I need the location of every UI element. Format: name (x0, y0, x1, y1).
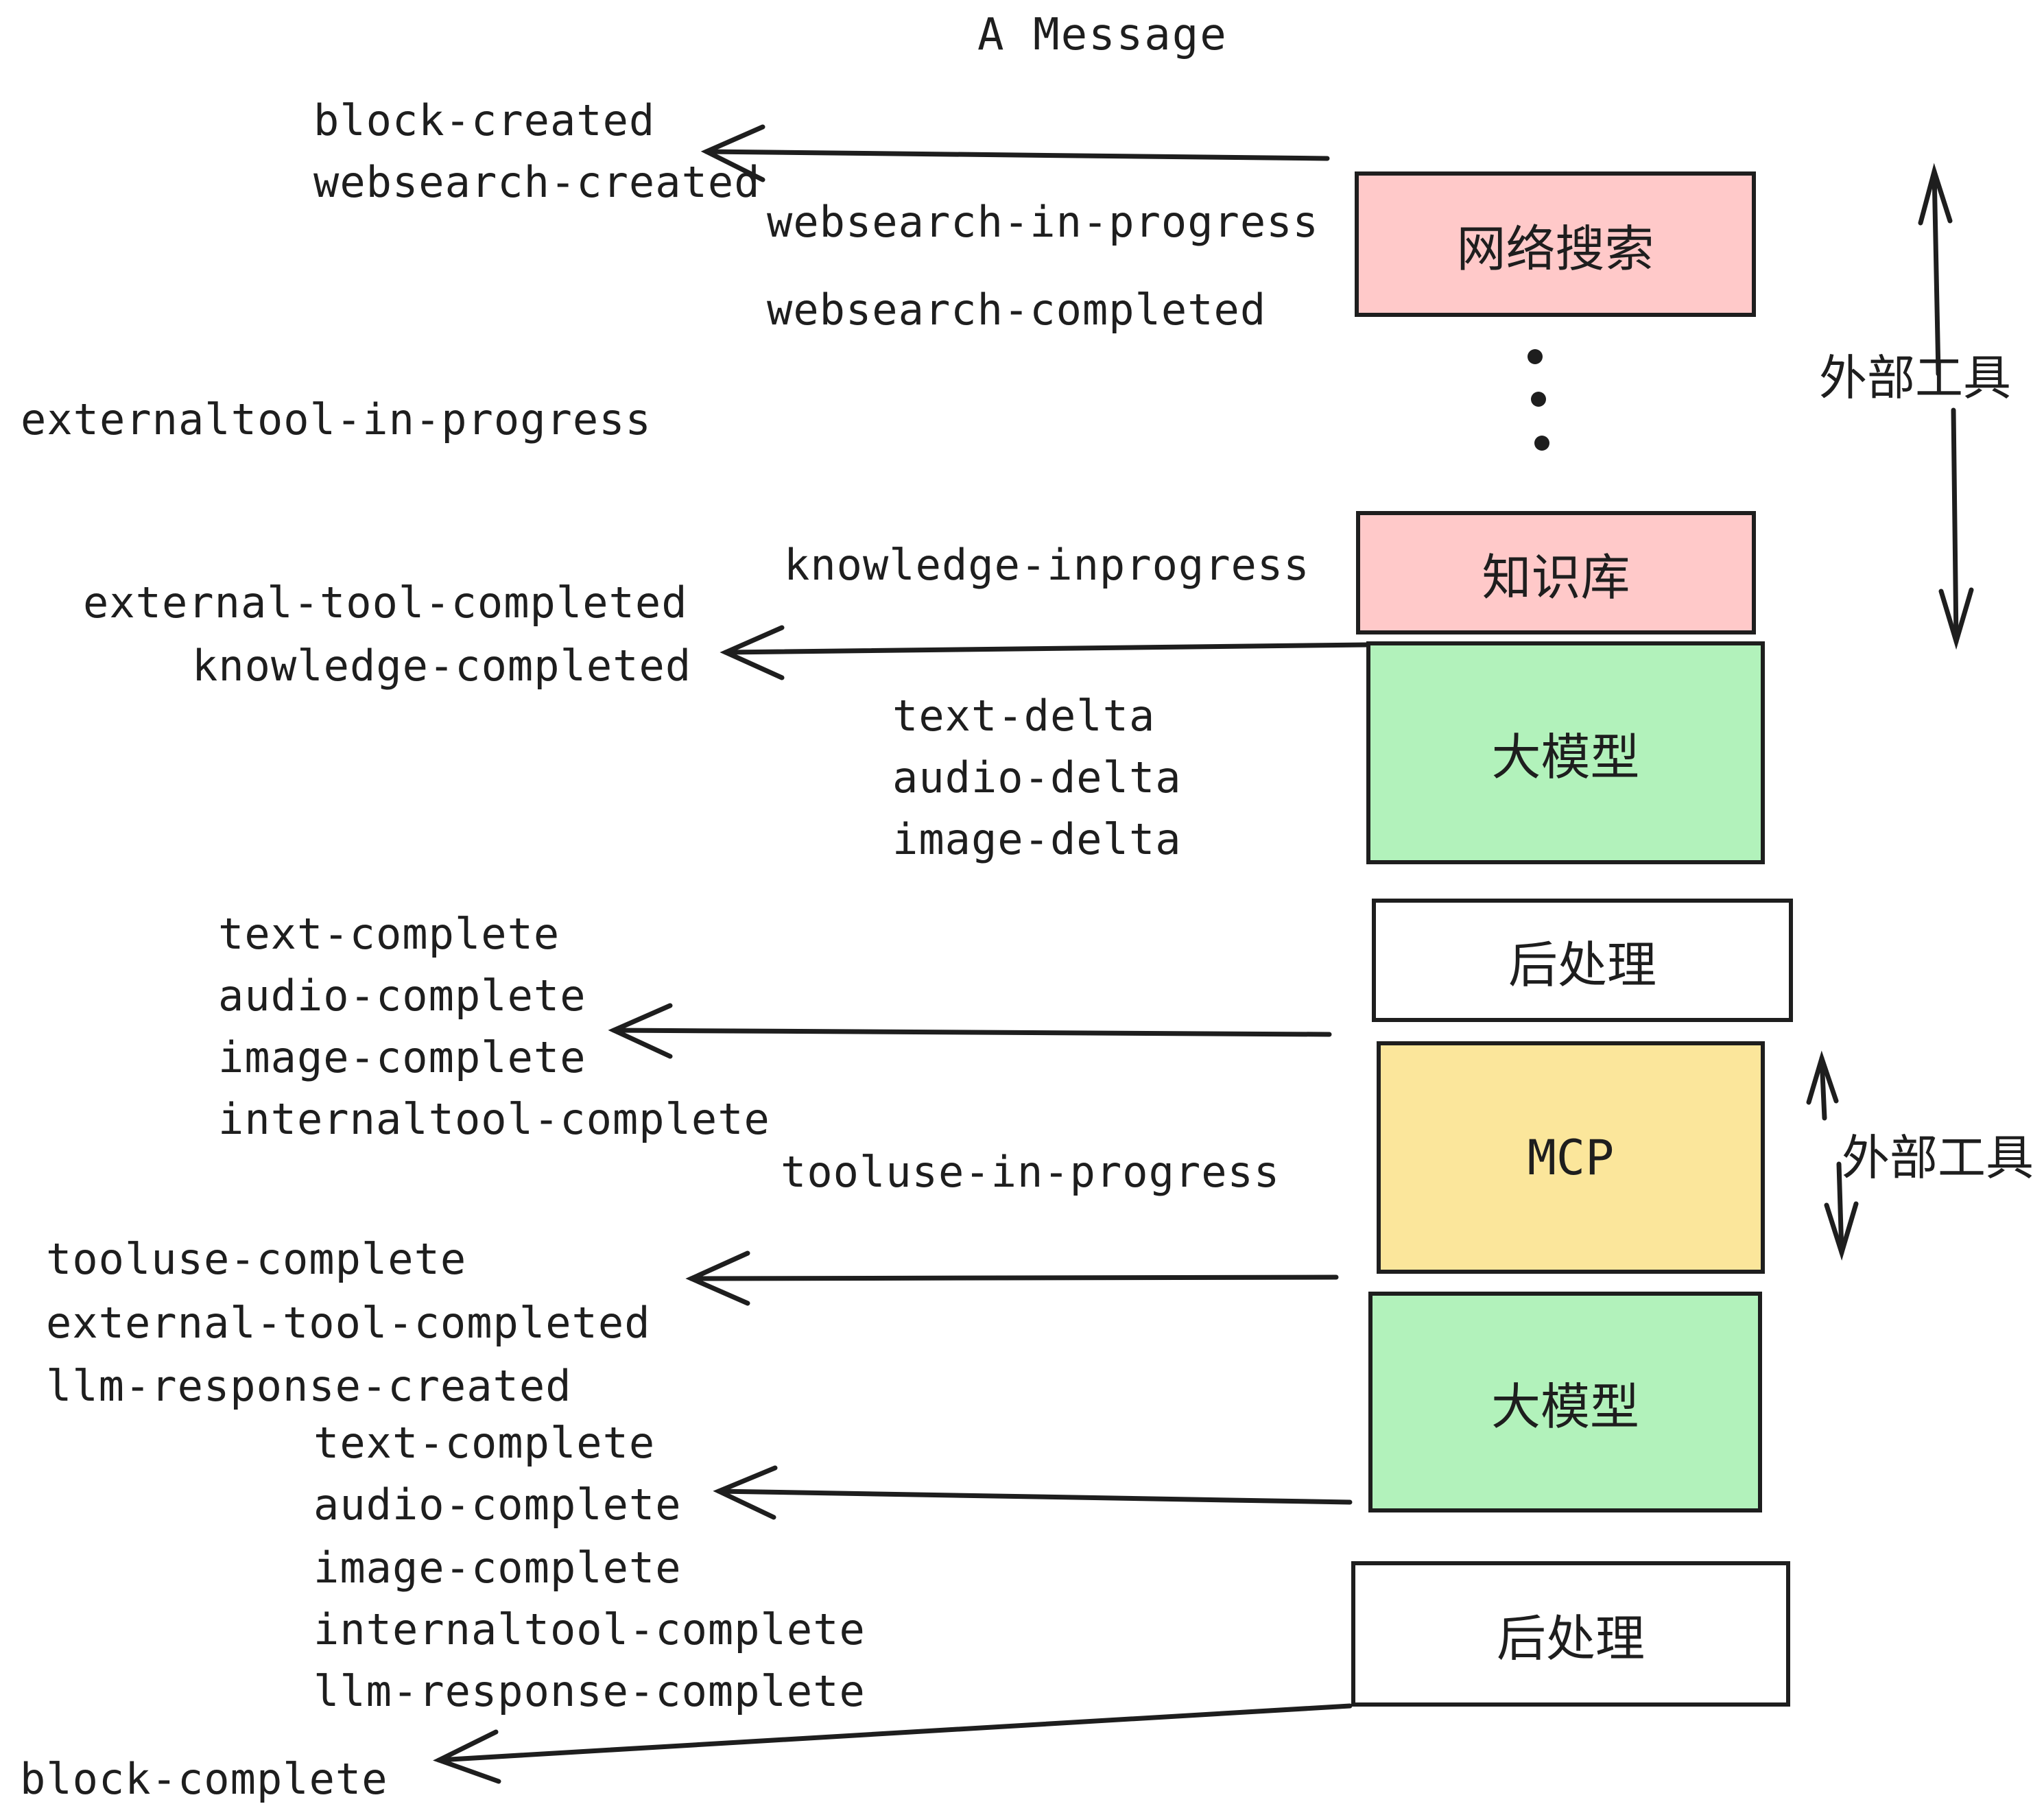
event-websearch-created: websearch-created (313, 157, 761, 207)
event-image-complete-2: image-complete (313, 1543, 682, 1593)
event-text-complete-2: text-complete (313, 1418, 656, 1468)
arrow-block-complete (433, 1703, 1353, 1784)
box-mcp-label: MCP (1527, 1129, 1615, 1186)
event-tooluse-in-progress: tooluse-in-progress (781, 1147, 1281, 1197)
box-mcp: MCP (1377, 1041, 1765, 1274)
event-text-delta-1: text-delta (892, 691, 1156, 741)
box-llm-bottom: 大模型 (1368, 1292, 1762, 1512)
event-externaltool-in-progress: externaltool-in-progress (21, 394, 652, 444)
event-audio-complete-1: audio-complete (218, 971, 586, 1021)
event-block-created: block-created (313, 95, 656, 145)
event-external-tool-completed-2: external-tool-completed (46, 1298, 651, 1348)
arrow-external-tools-bottom-up (1806, 1050, 1839, 1121)
event-tooluse-complete: tooluse-complete (46, 1234, 467, 1284)
event-knowledge-completed: knowledge-completed (192, 641, 692, 691)
box-llm-bottom-label: 大模型 (1490, 1377, 1639, 1436)
event-knowledge-inprogress: knowledge-inprogress (784, 540, 1310, 590)
event-internaltool-complete-1: internaltool-complete (218, 1094, 770, 1144)
event-image-delta-1: image-delta (892, 814, 1182, 864)
box-postprocess-top: 后处理 (1372, 899, 1793, 1022)
box-websearch-label: 网络搜索 (1456, 219, 1654, 278)
box-llm-top: 大模型 (1366, 641, 1765, 864)
label-external-tools-bottom: 外部工具 (1842, 1130, 2034, 1186)
box-websearch: 网络搜索 (1355, 171, 1756, 317)
box-llm-top-label: 大模型 (1491, 728, 1640, 786)
event-websearch-completed: websearch-completed (767, 285, 1267, 335)
event-llm-response-created: llm-response-created (46, 1361, 572, 1411)
arrow-image-complete (608, 1003, 1332, 1059)
box-postprocess-bottom-label: 后处理 (1496, 1609, 1645, 1667)
arrow-block-created (700, 124, 1330, 182)
box-postprocess-bottom: 后处理 (1351, 1561, 1790, 1707)
arrow-knowledge-completed (720, 625, 1370, 680)
arrow-external-tools-top-down (1938, 407, 1974, 650)
event-image-complete-1: image-complete (218, 1032, 586, 1082)
arrow-audio-complete (713, 1465, 1353, 1520)
arrow-tooluse-complete (685, 1250, 1339, 1306)
event-text-complete-1: text-complete (218, 909, 560, 959)
event-llm-response-complete: llm-response-complete (313, 1666, 866, 1716)
box-knowledge-label: 知识库 (1482, 548, 1630, 606)
event-audio-complete-2: audio-complete (313, 1480, 682, 1530)
box-postprocess-top-label: 后处理 (1508, 936, 1656, 994)
box-knowledge: 知识库 (1356, 511, 1756, 634)
event-external-tool-completed-1: external-tool-completed (83, 578, 688, 628)
diagram-title: A Message (977, 10, 1228, 60)
label-external-tools-top: 外部工具 (1819, 350, 2011, 406)
event-block-complete: block-complete (20, 1754, 388, 1804)
event-websearch-in-progress: websearch-in-progress (767, 197, 1319, 247)
event-audio-delta-1: audio-delta (892, 752, 1182, 803)
ellipsis-dots (1528, 349, 1549, 451)
event-internaltool-complete-2: internaltool-complete (313, 1604, 866, 1654)
